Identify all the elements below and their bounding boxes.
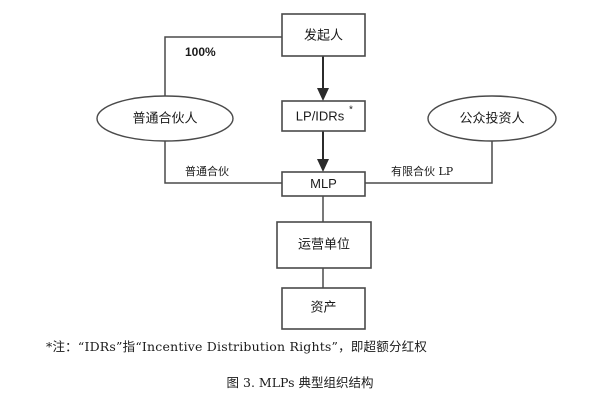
node-lp-idrs[interactable] bbox=[281, 100, 366, 132]
node-general-partner[interactable] bbox=[96, 95, 234, 142]
arrowhead-lpidrs-to-mlp bbox=[317, 159, 329, 172]
node-public-investors-label: 公众投资人 bbox=[459, 111, 524, 127]
node-sponsor-label: 发起人 bbox=[304, 28, 343, 44]
arrowhead-sponsor-to-lpidrs bbox=[317, 88, 329, 101]
figure-caption: 图 3. MLPs 典型组织结构 bbox=[226, 375, 374, 390]
node-mlp-label: MLP bbox=[310, 176, 337, 191]
node-general-partner-label: 普通合伙人 bbox=[132, 112, 197, 127]
node-operating-unit[interactable] bbox=[276, 221, 372, 269]
node-assets[interactable] bbox=[281, 287, 366, 330]
edge-label-general-partner-to-mlp: 普通合伙 bbox=[185, 164, 229, 178]
node-operating-unit-label: 运营单位 bbox=[298, 238, 350, 253]
node-lp-idrs-label: LP/IDRs bbox=[296, 108, 345, 123]
edge-sponsor-to-general-partner bbox=[164, 36, 282, 96]
node-assets-label: 资产 bbox=[310, 301, 336, 316]
node-public-investors[interactable] bbox=[427, 95, 557, 142]
edge-label-public-investors-to-mlp: 有限合伙 LP bbox=[391, 164, 454, 178]
node-mlp[interactable] bbox=[281, 171, 366, 197]
figure-footnote: *注：“IDRs”指“Incentive Distribution Rights… bbox=[46, 339, 428, 354]
node-sponsor[interactable] bbox=[281, 13, 366, 57]
edge-label-sponsor-to-general-partner: 100% bbox=[185, 45, 216, 59]
edge-public-investors-to-mlp bbox=[365, 141, 493, 184]
edge-general-partner-to-mlp bbox=[164, 141, 282, 184]
node-lp-idrs-superscript: * bbox=[349, 105, 353, 116]
